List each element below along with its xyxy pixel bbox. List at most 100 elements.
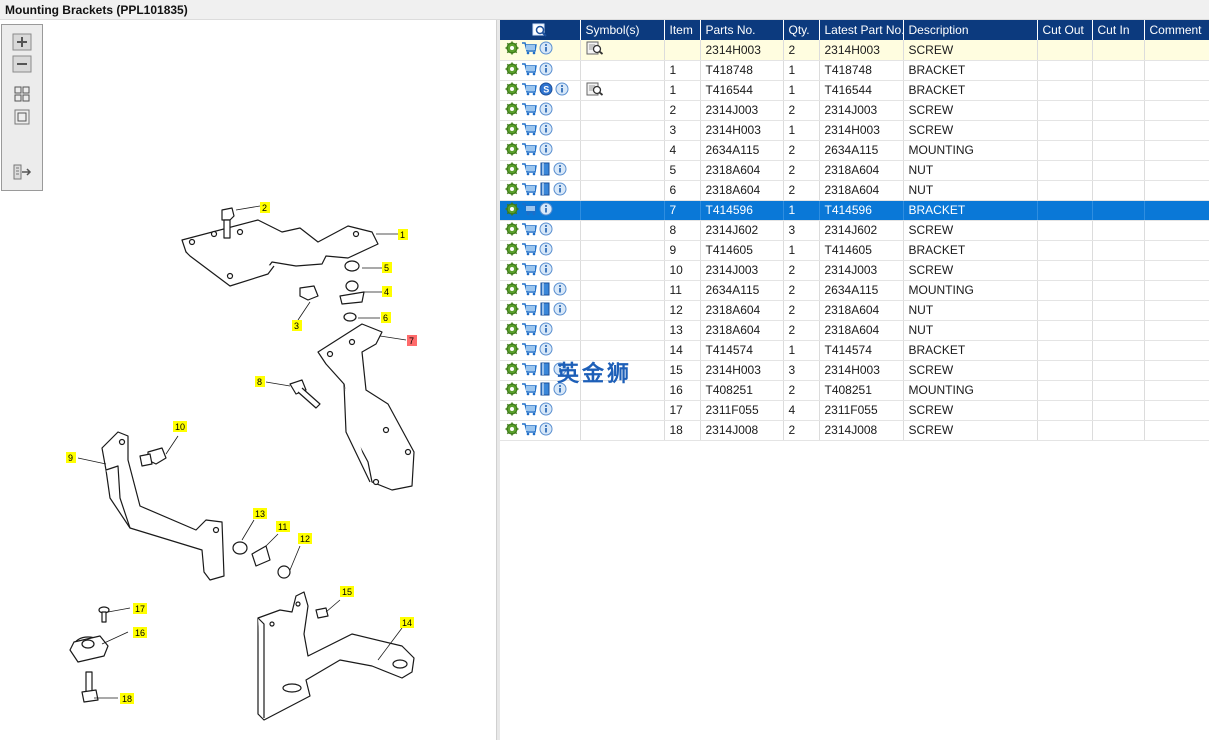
gear-icon[interactable]	[505, 182, 519, 199]
cart-icon[interactable]	[521, 102, 537, 119]
column-header-comment[interactable]: Comment	[1144, 20, 1209, 40]
info-icon[interactable]	[539, 202, 553, 219]
column-header-tools[interactable]	[500, 20, 581, 40]
info-icon[interactable]	[539, 142, 553, 159]
gear-icon[interactable]	[505, 422, 519, 439]
actual-size-icon[interactable]	[12, 108, 32, 126]
gear-icon[interactable]	[505, 102, 519, 119]
gear-icon[interactable]	[505, 382, 519, 399]
cart-icon[interactable]	[521, 82, 537, 99]
gear-icon[interactable]	[505, 82, 519, 99]
info-icon[interactable]	[553, 302, 567, 319]
table-row[interactable]: 12 2318A604 2 2318A604 NUT	[500, 300, 1209, 321]
table-row[interactable]: 11 2634A115 2 2634A115 MOUNTING	[500, 280, 1209, 301]
info-icon[interactable]	[553, 282, 567, 299]
cart-icon[interactable]	[521, 262, 537, 279]
info-icon[interactable]	[539, 402, 553, 419]
cart-icon[interactable]	[521, 362, 537, 379]
cart-icon[interactable]	[521, 142, 537, 159]
cart-icon[interactable]	[521, 62, 537, 79]
table-row[interactable]: 7 T414596 1 T414596 BRACKET	[500, 200, 1209, 221]
gear-icon[interactable]	[505, 122, 519, 139]
column-header-latest-part-no[interactable]: Latest Part No.	[819, 20, 904, 40]
gear-icon[interactable]	[505, 162, 519, 179]
gear-icon[interactable]	[505, 282, 519, 299]
cart-icon[interactable]	[521, 162, 537, 179]
supersession-icon[interactable]: S	[539, 82, 553, 99]
diagram-pane[interactable]: 2 1 5 4 6 3 7 8 10 9 13 11 12 1	[0, 20, 497, 740]
info-icon[interactable]	[539, 422, 553, 439]
gear-icon[interactable]	[505, 202, 519, 219]
zoom-out-icon[interactable]	[12, 55, 32, 73]
gear-icon[interactable]	[505, 262, 519, 279]
manual-icon[interactable]	[539, 382, 551, 399]
info-icon[interactable]	[539, 262, 553, 279]
table-row[interactable]: 16 T408251 2 T408251 MOUNTING	[500, 380, 1209, 401]
table-row[interactable]: 5 2318A604 2 2318A604 NUT	[500, 160, 1209, 181]
fit-page-icon[interactable]	[12, 85, 32, 103]
cart-icon[interactable]	[521, 202, 537, 219]
cart-icon[interactable]	[521, 402, 537, 419]
manual-icon[interactable]	[539, 162, 551, 179]
manual-icon[interactable]	[539, 282, 551, 299]
gear-icon[interactable]	[505, 342, 519, 359]
table-row[interactable]: 15 2314H003 3 2314H003 SCREW	[500, 360, 1209, 381]
info-icon[interactable]	[553, 182, 567, 199]
cart-icon[interactable]	[521, 182, 537, 199]
table-row[interactable]: 8 2314J602 3 2314J602 SCREW	[500, 220, 1209, 241]
column-header-cut-out[interactable]: Cut Out	[1037, 20, 1093, 40]
info-icon[interactable]	[553, 162, 567, 179]
info-icon[interactable]	[539, 62, 553, 79]
column-header-parts-no[interactable]: Parts No.	[700, 20, 784, 40]
gear-icon[interactable]	[505, 222, 519, 239]
gear-icon[interactable]	[505, 62, 519, 79]
info-icon[interactable]	[539, 41, 553, 58]
table-row[interactable]: 2 2314J003 2 2314J003 SCREW	[500, 100, 1209, 121]
info-icon[interactable]	[539, 342, 553, 359]
gear-icon[interactable]	[505, 41, 519, 58]
toggle-list-icon[interactable]	[12, 163, 32, 181]
table-row[interactable]: 13 2318A604 2 2318A604 NUT	[500, 320, 1209, 341]
gear-icon[interactable]	[505, 402, 519, 419]
column-header-symbols[interactable]: Symbol(s)	[580, 20, 665, 40]
table-row[interactable]: 6 2318A604 2 2318A604 NUT	[500, 180, 1209, 201]
manual-icon[interactable]	[539, 362, 551, 379]
gear-icon[interactable]	[505, 142, 519, 159]
info-icon[interactable]	[539, 222, 553, 239]
cart-icon[interactable]	[521, 282, 537, 299]
cart-icon[interactable]	[521, 122, 537, 139]
table-row[interactable]: 3 2314H003 1 2314H003 SCREW	[500, 120, 1209, 141]
info-icon[interactable]	[553, 362, 567, 379]
table-row[interactable]: 17 2311F055 4 2311F055 SCREW	[500, 400, 1209, 421]
column-header-qty[interactable]: Qty.	[783, 20, 820, 40]
cart-icon[interactable]	[521, 222, 537, 239]
table-row[interactable]: 18 2314J008 2 2314J008 SCREW	[500, 420, 1209, 441]
table-row[interactable]: 9 T414605 1 T414605 BRACKET	[500, 240, 1209, 261]
cart-icon[interactable]	[521, 302, 537, 319]
table-row[interactable]: 10 2314J003 2 2314J003 SCREW	[500, 260, 1209, 281]
find-in-table-icon[interactable]	[532, 23, 548, 38]
zoom-in-icon[interactable]	[12, 33, 32, 51]
gear-icon[interactable]	[505, 322, 519, 339]
cart-icon[interactable]	[521, 422, 537, 439]
magnifier-document-icon[interactable]	[586, 41, 604, 58]
gear-icon[interactable]	[505, 302, 519, 319]
info-icon[interactable]	[539, 122, 553, 139]
manual-icon[interactable]	[539, 182, 551, 199]
table-row[interactable]: 1 T418748 1 T418748 BRACKET	[500, 60, 1209, 81]
column-header-cut-in[interactable]: Cut In	[1092, 20, 1145, 40]
pane-splitter[interactable]	[497, 20, 500, 740]
column-header-description[interactable]: Description	[903, 20, 1038, 40]
info-icon[interactable]	[555, 82, 569, 99]
gear-icon[interactable]	[505, 242, 519, 259]
info-icon[interactable]	[553, 382, 567, 399]
table-row[interactable]: 14 T414574 1 T414574 BRACKET	[500, 340, 1209, 361]
info-icon[interactable]	[539, 242, 553, 259]
cart-icon[interactable]	[521, 382, 537, 399]
table-row[interactable]: S 1 T416544 1 T416544 BRACKET	[500, 80, 1209, 101]
manual-icon[interactable]	[539, 302, 551, 319]
table-row[interactable]: 2314H003 2 2314H003 SCREW	[500, 40, 1209, 61]
cart-icon[interactable]	[521, 322, 537, 339]
column-header-item[interactable]: Item	[664, 20, 701, 40]
magnifier-document-icon[interactable]	[586, 82, 604, 99]
